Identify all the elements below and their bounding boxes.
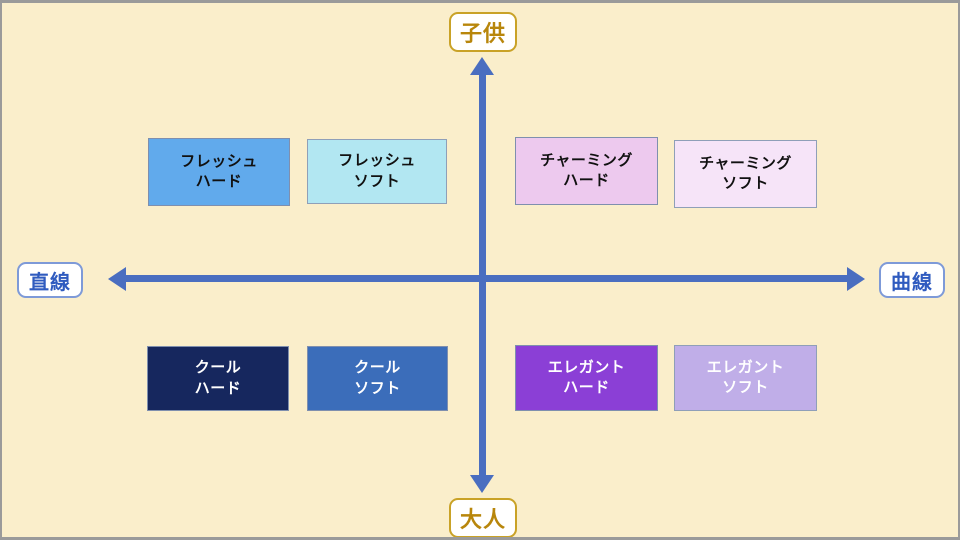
style-tile-elegant-soft[interactable]: エレガント ソフト: [674, 345, 817, 411]
vertical-axis-line: [479, 73, 486, 478]
style-tile-label: エレガント ソフト: [706, 358, 785, 396]
style-tile-fresh-soft[interactable]: フレッシュ ソフト: [307, 139, 447, 204]
axis-label-left: 直線: [17, 262, 83, 298]
arrow-left-icon: [108, 267, 126, 291]
style-tile-label: エレガント ハード: [547, 358, 626, 396]
axis-label-bottom: 大人: [449, 498, 517, 537]
style-tile-label: クール ハード: [194, 359, 242, 397]
axis-label-top: 子供: [449, 12, 517, 52]
style-tile-cool-soft[interactable]: クール ソフト: [307, 346, 448, 411]
style-tile-cool-hard[interactable]: クール ハード: [147, 346, 289, 411]
style-tile-label: クール ソフト: [354, 359, 401, 397]
style-tile-label: チャーミング ハード: [540, 151, 633, 189]
style-tile-label: フレッシュ ソフト: [338, 152, 416, 190]
style-tile-elegant-hard[interactable]: エレガント ハード: [515, 345, 658, 411]
arrow-right-icon: [847, 267, 865, 291]
style-tile-charming-hard[interactable]: チャーミング ハード: [515, 137, 658, 205]
style-tile-fresh-hard[interactable]: フレッシュ ハード: [148, 138, 290, 206]
horizontal-axis-line: [122, 275, 852, 282]
style-tile-label: フレッシュ ハード: [180, 152, 258, 190]
axis-label-right: 曲線: [879, 262, 945, 298]
arrow-down-icon: [470, 475, 494, 493]
style-tile-label: チャーミング ソフト: [699, 154, 792, 192]
style-tile-charming-soft[interactable]: チャーミング ソフト: [674, 140, 817, 208]
arrow-up-icon: [470, 57, 494, 75]
